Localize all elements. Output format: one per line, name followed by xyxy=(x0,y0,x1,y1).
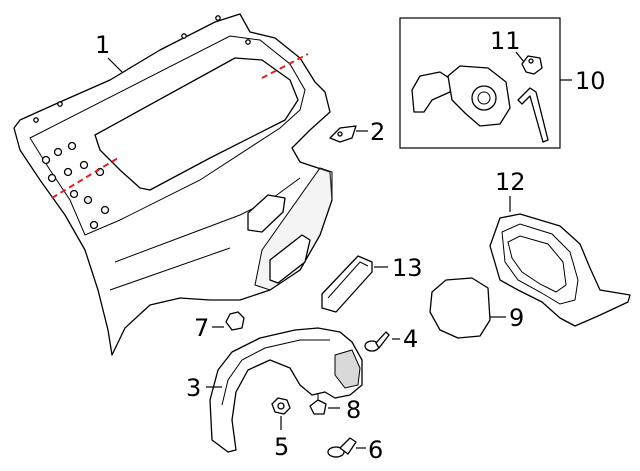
part-10-kit-box xyxy=(399,17,572,149)
part-9-fuel-door[interactable] xyxy=(429,277,491,339)
part-8-retainer[interactable] xyxy=(309,394,327,415)
part-10-housing-assembly[interactable] xyxy=(411,65,549,143)
callout-4: 4 xyxy=(403,325,418,353)
part-5-nut[interactable] xyxy=(271,397,291,415)
part-7-clip[interactable] xyxy=(225,311,245,331)
callout-8: 8 xyxy=(346,396,361,424)
part-12-filler-housing[interactable] xyxy=(489,213,631,327)
part-1-quarter-panel[interactable] xyxy=(13,13,333,356)
part-13-seal[interactable] xyxy=(321,255,373,313)
callout-12: 12 xyxy=(495,168,526,196)
callout-7: 7 xyxy=(194,314,209,342)
callout-3: 3 xyxy=(186,374,201,402)
callout-1: 1 xyxy=(95,31,110,59)
callout-6: 6 xyxy=(368,436,383,464)
callout-13: 13 xyxy=(392,254,423,282)
part-6-clip[interactable] xyxy=(327,437,357,458)
leader-lines xyxy=(107,51,525,449)
cut-line-upper xyxy=(261,53,309,79)
callout-5: 5 xyxy=(274,433,289,461)
part-3-wheelhouse-liner[interactable] xyxy=(209,327,363,453)
callout-10: 10 xyxy=(575,67,606,95)
part-11-clip[interactable] xyxy=(521,55,543,75)
callout-2: 2 xyxy=(370,118,385,146)
part-2-bracket[interactable] xyxy=(329,125,357,143)
callout-11: 11 xyxy=(490,27,521,55)
part-4-screw[interactable] xyxy=(364,331,390,352)
callout-9: 9 xyxy=(509,304,524,332)
cut-line-lower xyxy=(51,157,119,199)
